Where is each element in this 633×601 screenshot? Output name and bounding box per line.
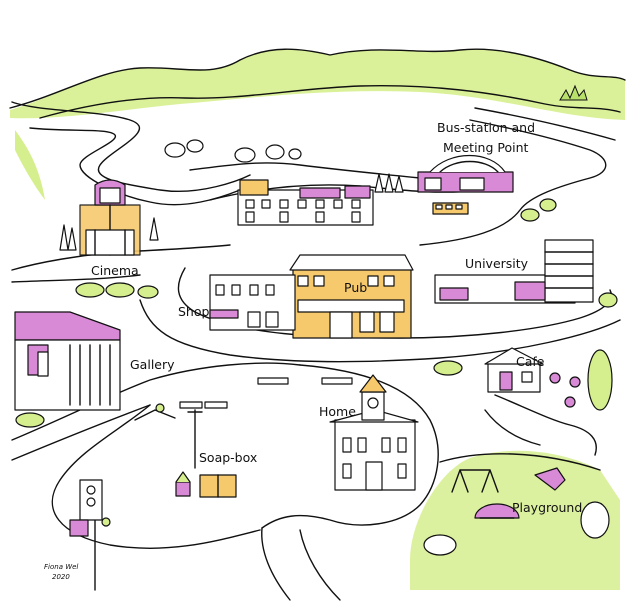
- label-cinema: Cinema: [91, 263, 139, 278]
- trees: [15, 139, 618, 428]
- cafe-building[interactable]: [484, 347, 581, 408]
- label-shop: Shop: [178, 304, 210, 319]
- label-bus-station-line1: Bus-station and: [437, 120, 535, 135]
- artist-signature: Fiona Wel 2020: [44, 563, 78, 581]
- signature-name: Fiona Wel: [44, 563, 78, 571]
- label-soapbox: Soap-box: [199, 450, 257, 465]
- signature-year: 2020: [52, 573, 70, 581]
- label-playground: Playground: [512, 500, 582, 515]
- map-labels: Bus-station and Meeting Point Cinema Uni…: [91, 120, 582, 515]
- town-row-houses: [237, 179, 374, 226]
- mountains: [9, 48, 626, 200]
- traffic-light: [69, 479, 111, 591]
- label-cafe: Cafe: [516, 354, 545, 369]
- soapbox-crate[interactable]: [175, 409, 237, 498]
- gallery-building[interactable]: [14, 311, 121, 411]
- label-home: Home: [319, 404, 356, 419]
- pub-building[interactable]: [289, 254, 414, 339]
- label-university: University: [465, 256, 529, 271]
- label-pub: Pub: [344, 280, 367, 295]
- label-bus-station-line2: Meeting Point: [443, 140, 529, 155]
- university-building[interactable]: [434, 239, 594, 304]
- benches: [134, 377, 353, 421]
- cinema-building[interactable]: [79, 179, 141, 256]
- shop-building[interactable]: [209, 274, 296, 331]
- home-building[interactable]: [329, 374, 419, 491]
- playground-area[interactable]: [410, 349, 620, 590]
- label-gallery: Gallery: [130, 357, 175, 372]
- bus-station-building[interactable]: [417, 154, 514, 215]
